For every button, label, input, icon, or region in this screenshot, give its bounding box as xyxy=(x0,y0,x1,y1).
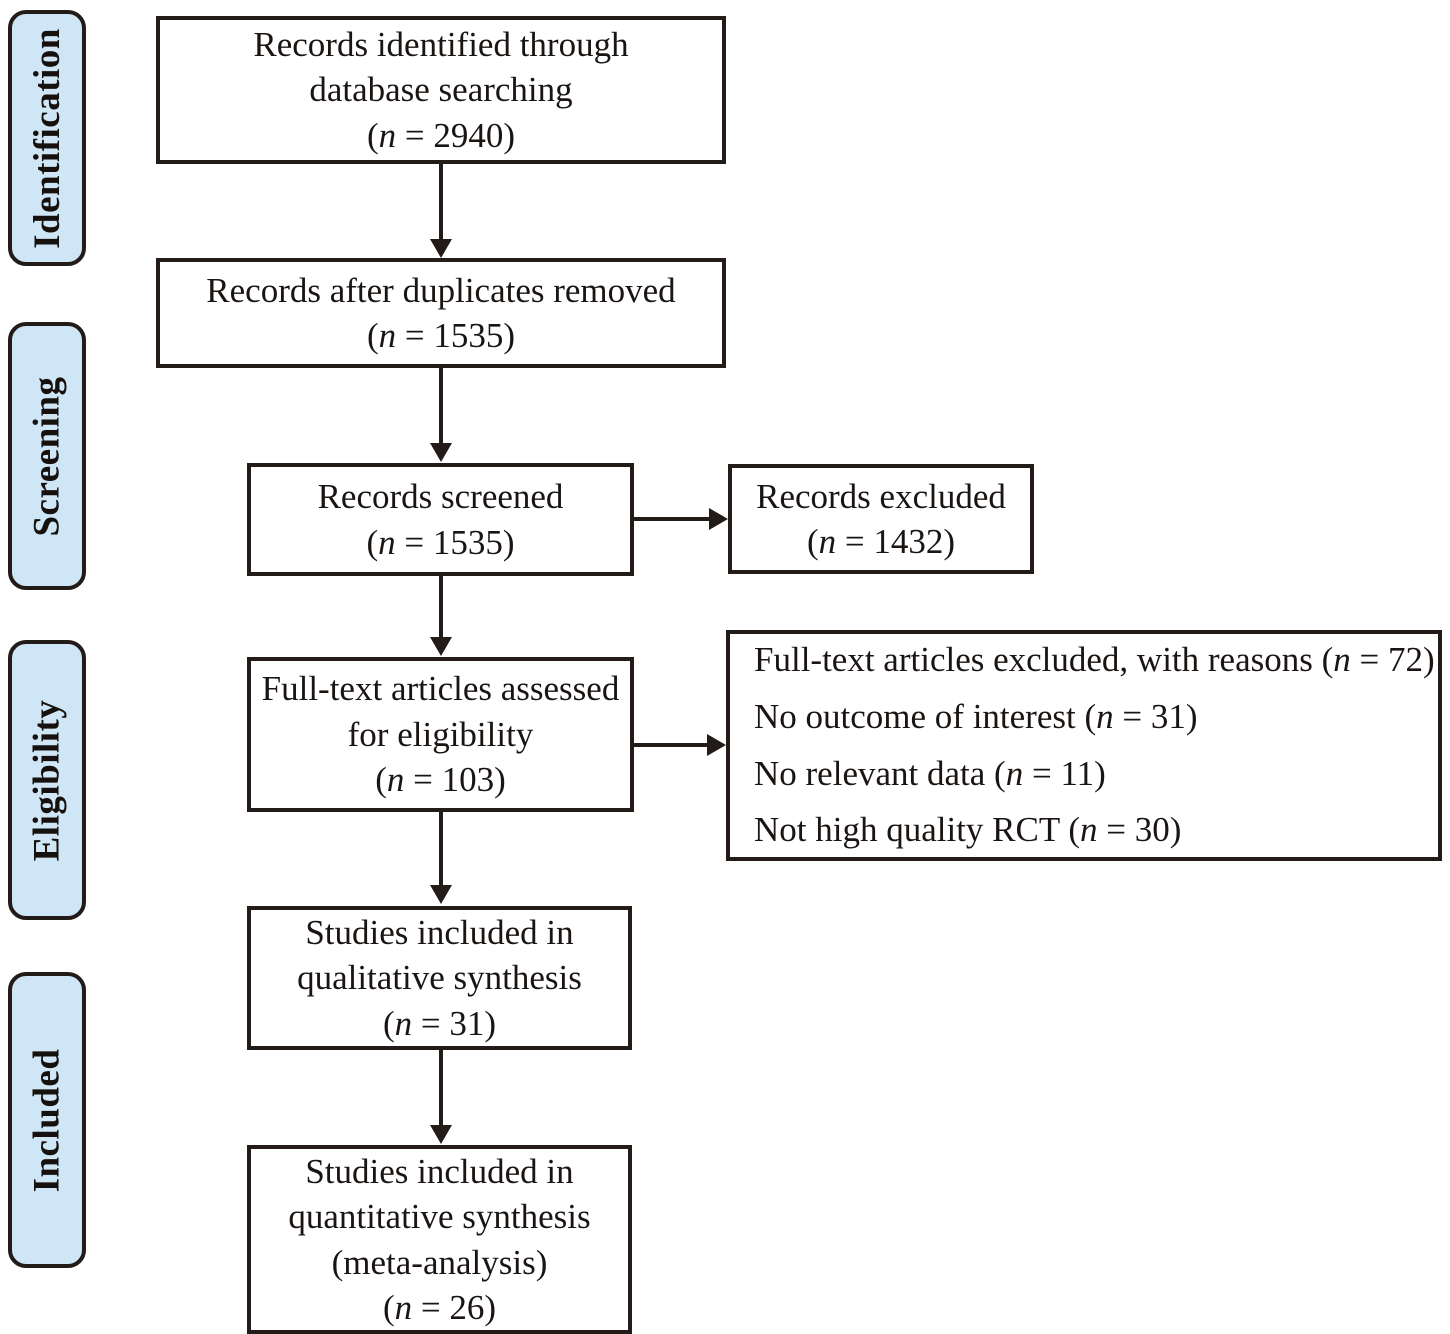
box-records-identified-line2: database searching xyxy=(309,70,573,110)
box-duplicates-removed-count: (n = 1535) xyxy=(366,316,516,355)
arrow-duplicates-to-screened xyxy=(430,443,452,462)
exclusion-reason-item: Full-text articles excluded, with reason… xyxy=(754,640,1435,680)
exclusion-reason-item: No outcome of interest (n = 31) xyxy=(754,696,1198,736)
connector-screened-to-excluded xyxy=(634,517,711,521)
box-fulltext-assessed: Full-text articles assessed for eligibil… xyxy=(247,657,634,812)
box-fulltext-excluded-reasons-text: Full-text articles excluded, with reason… xyxy=(730,632,1435,859)
box-qualitative-synthesis-line2: qualitative synthesis xyxy=(297,958,582,998)
box-records-excluded: Records excluded (n = 1432) xyxy=(728,464,1034,574)
stage-label-screening: Screening xyxy=(8,322,86,590)
connector-identified-to-duplicates xyxy=(439,164,443,240)
box-fulltext-assessed-count: (n = 103) xyxy=(375,760,506,800)
box-quantitative-synthesis-line1: Studies included in xyxy=(305,1151,574,1191)
stage-label-eligibility: Eligibility xyxy=(8,640,86,920)
box-records-screened-count: (n = 1535) xyxy=(366,522,515,562)
stage-label-identification: Identification xyxy=(8,10,86,266)
box-fulltext-assessed-line1: Full-text articles assessed xyxy=(261,669,620,709)
box-records-excluded-count: (n = 1432) xyxy=(806,522,956,561)
box-fulltext-assessed-line2: for eligibility xyxy=(347,714,534,754)
arrow-fulltext-to-qualitative xyxy=(430,885,452,904)
box-fulltext-excluded-reasons: Full-text articles excluded, with reason… xyxy=(726,630,1442,861)
box-records-identified: Records identified through database sear… xyxy=(156,16,726,164)
box-duplicates-removed-text: Records after duplicates removed (n = 15… xyxy=(196,268,685,359)
stage-label-screening-text: Screening xyxy=(26,375,68,537)
stage-label-included: Included xyxy=(8,972,86,1268)
connector-qualitative-to-quantitative xyxy=(439,1050,443,1126)
stage-label-eligibility-text: Eligibility xyxy=(26,699,68,861)
box-quantitative-synthesis-line2: quantitative synthesis xyxy=(288,1197,591,1236)
box-qualitative-synthesis-line1: Studies included in xyxy=(305,912,574,952)
arrow-screened-to-excluded xyxy=(709,508,728,530)
box-records-excluded-text: Records excluded (n = 1432) xyxy=(746,474,1016,565)
arrow-identified-to-duplicates xyxy=(430,239,452,258)
box-duplicates-removed: Records after duplicates removed (n = 15… xyxy=(156,258,726,368)
arrow-screened-to-fulltext xyxy=(430,637,452,656)
box-quantitative-synthesis-line3: (meta-analysis) xyxy=(331,1242,548,1282)
box-quantitative-synthesis-count: (n = 26) xyxy=(382,1288,497,1327)
arrow-fulltext-to-reasons xyxy=(707,734,726,756)
arrow-qualitative-to-quantitative xyxy=(430,1125,452,1144)
box-records-screened-line1: Records screened xyxy=(317,477,564,516)
exclusion-reason-item: No relevant data (n = 11) xyxy=(754,753,1106,793)
stage-label-identification-text: Identification xyxy=(26,27,68,249)
box-duplicates-removed-line1: Records after duplicates removed xyxy=(206,270,676,310)
box-records-identified-text: Records identified through database sear… xyxy=(243,22,638,159)
box-qualitative-synthesis-text: Studies included in qualitative synthesi… xyxy=(287,910,592,1047)
box-quantitative-synthesis: Studies included in quantitative synthes… xyxy=(247,1145,632,1334)
box-quantitative-synthesis-text: Studies included in quantitative synthes… xyxy=(278,1149,600,1331)
stage-label-included-text: Included xyxy=(26,1048,68,1192)
connector-screened-to-fulltext xyxy=(439,576,443,638)
box-records-screened-text: Records screened (n = 1535) xyxy=(308,474,574,565)
box-records-excluded-line1: Records excluded xyxy=(756,476,1006,516)
connector-fulltext-to-qualitative xyxy=(439,812,443,886)
box-records-identified-line1: Records identified through xyxy=(253,24,629,64)
connector-fulltext-to-reasons xyxy=(634,743,709,747)
box-fulltext-assessed-text: Full-text articles assessed for eligibil… xyxy=(252,666,630,803)
box-records-screened: Records screened (n = 1535) xyxy=(247,463,634,576)
box-records-identified-count: (n = 2940) xyxy=(366,115,516,155)
connector-duplicates-to-screened xyxy=(439,368,443,444)
box-qualitative-synthesis-count: (n = 31) xyxy=(382,1003,497,1043)
box-qualitative-synthesis: Studies included in qualitative synthesi… xyxy=(247,906,632,1050)
exclusion-reason-item: Not high quality RCT (n = 30) xyxy=(754,810,1182,850)
